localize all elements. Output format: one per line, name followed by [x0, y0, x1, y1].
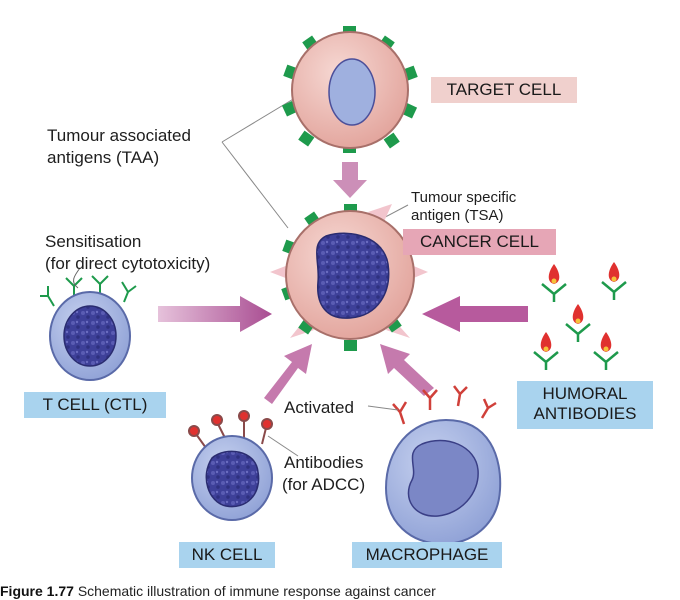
arrow-target-to-cancer [333, 162, 367, 198]
tsa-label-line1: Tumour specific [411, 189, 517, 206]
sensitisation-label-line2: (for direct cytotoxicity) [45, 254, 211, 273]
target-cell-label: TARGET CELL [431, 77, 577, 103]
caption-text: Schematic illustration of immune respons… [77, 583, 436, 599]
nk-cell [188, 410, 299, 521]
arrow-macrophage-to-cancer [380, 344, 434, 396]
antibodies-label-line1: Antibodies [284, 453, 364, 472]
target-nucleus [328, 58, 376, 126]
cancer-nucleus [316, 232, 390, 319]
figure-number: Figure 1.77 [0, 583, 74, 599]
humoral-antibodies-label: HUMORAL ANTIBODIES [517, 381, 653, 429]
t-cell [40, 267, 137, 381]
figure-caption: Figure 1.77 Schematic illustration of im… [0, 582, 680, 600]
humoral-label-line2: ANTIBODIES [533, 404, 637, 423]
antibodies-pointer [267, 435, 299, 457]
nk-cell-label: NK CELL [179, 542, 275, 568]
sensitisation-pointer [73, 267, 81, 289]
t-cell-nucleus [63, 305, 117, 367]
macrophage-label: MACROPHAGE [352, 542, 502, 568]
tsa-label-line2: antigen (TSA) [411, 207, 504, 224]
taa-label-line1: Tumour associated [47, 126, 191, 145]
t-cell-label: T CELL (CTL) [24, 392, 166, 418]
cancer-cell [270, 204, 428, 351]
activated-pointer [367, 405, 399, 411]
nk-antibodies [188, 410, 273, 449]
cancer-cell-label: CANCER CELL [403, 229, 556, 255]
arrow-tcell-to-cancer [158, 296, 272, 332]
macrophage-receptors [392, 385, 497, 425]
macrophage [367, 385, 502, 546]
sensitisation-label-line1: Sensitisation [45, 232, 142, 251]
humoral-label-line1: HUMORAL [542, 384, 628, 403]
humoral-antibodies [533, 262, 627, 370]
macrophage-nucleus [407, 439, 479, 517]
activated-label: Activated [284, 398, 354, 417]
taa-label-line2: antigens (TAA) [47, 148, 160, 167]
nk-nucleus [205, 450, 260, 508]
taa-pointer-lines [221, 91, 306, 229]
antibodies-label-line2: (for ADCC) [282, 475, 366, 494]
arrow-nk-to-cancer [264, 344, 312, 404]
arrow-humoral-to-cancer [422, 296, 528, 332]
target-cell [281, 26, 418, 153]
t-cell-receptors [40, 275, 137, 307]
